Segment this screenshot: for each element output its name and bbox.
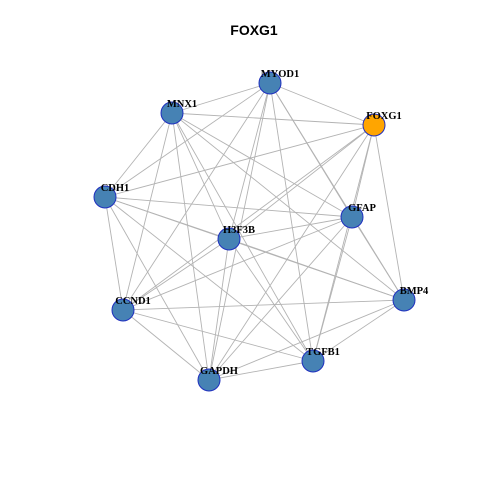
node-h3f3b: H3F3B xyxy=(217,225,255,251)
node-bmp4: BMP4 xyxy=(392,286,429,312)
edge-myod1-tgfb1 xyxy=(269,82,314,362)
edge-gfap-tgfb1 xyxy=(312,216,353,362)
graph-title: FOXG1 xyxy=(230,22,278,38)
node-circle-cdh1 xyxy=(93,185,117,209)
node-circle-myod1 xyxy=(258,71,282,95)
node-tgfb1: TGFB1 xyxy=(301,347,340,373)
edge-cdh1-tgfb1 xyxy=(104,196,314,362)
node-ccnd1: CCND1 xyxy=(111,296,151,322)
node-circle-gfap xyxy=(340,205,364,229)
node-circle-tgfb1 xyxy=(301,349,325,373)
edge-gfap-gapdh xyxy=(208,216,353,381)
node-label-bmp4: BMP4 xyxy=(400,286,429,297)
node-label-foxg1: FOXG1 xyxy=(366,111,402,122)
edge-myod1-ccnd1 xyxy=(122,82,271,311)
node-myod1: MYOD1 xyxy=(258,69,300,95)
edge-mnx1-foxg1 xyxy=(171,112,375,126)
node-circle-mnx1 xyxy=(160,101,184,125)
edge-h3f3b-tgfb1 xyxy=(228,238,314,362)
edge-cdh1-ccnd1 xyxy=(104,196,124,311)
edge-foxg1-ccnd1 xyxy=(122,124,375,311)
edge-foxg1-cdh1 xyxy=(104,124,375,198)
edge-gfap-bmp4 xyxy=(351,216,405,301)
node-circle-ccnd1 xyxy=(111,298,135,322)
edge-ccnd1-tgfb1 xyxy=(122,309,314,362)
edge-foxg1-bmp4 xyxy=(373,124,405,301)
edge-myod1-mnx1 xyxy=(171,82,271,114)
edge-gfap-h3f3b xyxy=(228,216,353,240)
edge-gfap-ccnd1 xyxy=(122,216,353,311)
edge-layer xyxy=(104,82,405,381)
node-cdh1: CDH1 xyxy=(93,183,130,209)
node-foxg1: FOXG1 xyxy=(362,111,402,137)
node-circle-h3f3b xyxy=(217,227,241,251)
node-circle-gapdh xyxy=(197,368,221,392)
node-label-gfap: GFAP xyxy=(348,203,376,214)
node-mnx1: MNX1 xyxy=(160,99,197,125)
edge-bmp4-gapdh xyxy=(208,299,405,381)
node-label-myod1: MYOD1 xyxy=(261,69,300,80)
node-label-gapdh: GAPDH xyxy=(200,366,238,377)
node-gapdh: GAPDH xyxy=(197,366,238,392)
node-label-h3f3b: H3F3B xyxy=(223,225,255,236)
edge-foxg1-tgfb1 xyxy=(312,124,375,362)
edge-mnx1-gfap xyxy=(171,112,353,218)
node-label-ccnd1: CCND1 xyxy=(115,296,151,307)
edge-myod1-foxg1 xyxy=(269,82,375,126)
edge-mnx1-h3f3b xyxy=(171,112,230,240)
edge-ccnd1-gapdh xyxy=(122,309,210,381)
edge-foxg1-h3f3b xyxy=(228,124,375,240)
edge-bmp4-tgfb1 xyxy=(312,299,405,362)
edge-cdh1-gfap xyxy=(104,196,353,218)
node-gfap: GFAP xyxy=(340,203,376,229)
edge-bmp4-ccnd1 xyxy=(122,299,405,311)
edge-mnx1-bmp4 xyxy=(171,112,405,301)
node-label-mnx1: MNX1 xyxy=(167,99,197,110)
edge-h3f3b-ccnd1 xyxy=(122,238,230,311)
edge-cdh1-gapdh xyxy=(104,196,210,381)
node-label-cdh1: CDH1 xyxy=(101,183,130,194)
edge-myod1-h3f3b xyxy=(228,82,271,240)
edge-h3f3b-bmp4 xyxy=(228,238,405,301)
edge-mnx1-gapdh xyxy=(171,112,210,381)
node-circle-bmp4 xyxy=(392,288,416,312)
edge-foxg1-gapdh xyxy=(208,124,375,381)
node-label-tgfb1: TGFB1 xyxy=(306,347,340,358)
edge-h3f3b-gapdh xyxy=(208,238,230,381)
edge-tgfb1-gapdh xyxy=(208,360,314,381)
node-circle-foxg1 xyxy=(362,113,386,137)
edge-mnx1-cdh1 xyxy=(104,112,173,198)
